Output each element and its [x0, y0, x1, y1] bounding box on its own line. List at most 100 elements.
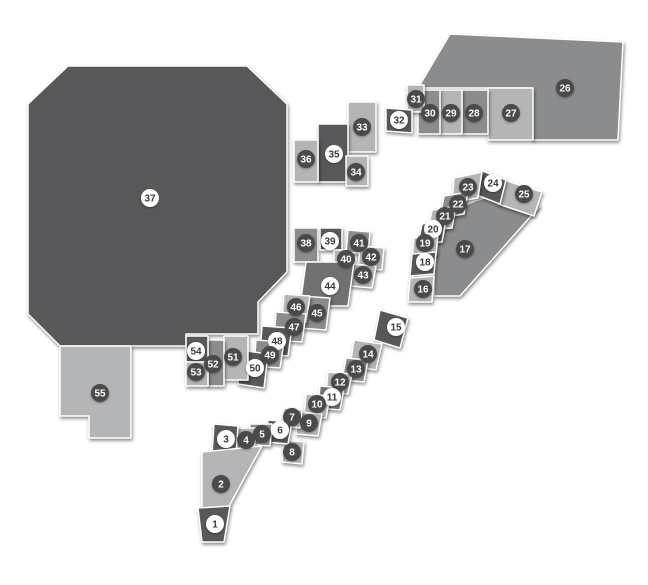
unit-badge-circle-31	[407, 90, 425, 108]
unit-badge-circle-16	[414, 280, 432, 298]
unit-badge-25[interactable]: 25	[515, 185, 533, 203]
unit-badge-circle-11	[323, 388, 341, 406]
unit-badge-30[interactable]: 30	[421, 104, 439, 122]
unit-shape-37[interactable]	[27, 65, 288, 347]
unit-badge-39[interactable]: 39	[321, 232, 339, 250]
unit-badge-51[interactable]: 51	[224, 348, 242, 366]
unit-badge-circle-14	[359, 345, 377, 363]
unit-badge-circle-50	[246, 359, 264, 377]
unit-badge-circle-40	[337, 250, 355, 268]
unit-badge-circle-49	[261, 346, 279, 364]
unit-badge-17[interactable]: 17	[456, 240, 474, 258]
unit-badge-circle-17	[456, 240, 474, 258]
unit-badge-circle-19	[416, 234, 434, 252]
unit-badge-circle-7	[283, 408, 301, 426]
unit-badge-41[interactable]: 41	[350, 234, 368, 252]
unit-badge-24[interactable]: 24	[484, 174, 502, 192]
unit-badge-circle-32	[390, 111, 408, 129]
unit-badge-49[interactable]: 49	[261, 346, 279, 364]
unit-badge-circle-6	[271, 421, 289, 439]
unit-badge-23[interactable]: 23	[459, 178, 477, 196]
unit-badge-circle-43	[354, 266, 372, 284]
unit-badge-43[interactable]: 43	[354, 266, 372, 284]
unit-badge-9[interactable]: 9	[300, 414, 318, 432]
unit-badge-54[interactable]: 54	[187, 342, 205, 360]
unit-badge-circle-34	[347, 163, 365, 181]
unit-badge-36[interactable]: 36	[297, 150, 315, 168]
unit-badge-15[interactable]: 15	[387, 318, 405, 336]
unit-badge-40[interactable]: 40	[337, 250, 355, 268]
unit-badge-circle-22	[449, 195, 467, 213]
unit-badge-10[interactable]: 10	[308, 395, 326, 413]
unit-badge-27[interactable]: 27	[502, 104, 520, 122]
unit-badge-6[interactable]: 6	[271, 421, 289, 439]
unit-badge-circle-37	[141, 189, 159, 207]
unit-badge-circle-33	[353, 118, 371, 136]
unit-badge-circle-44	[321, 277, 339, 295]
unit-badge-circle-54	[187, 342, 205, 360]
unit-badge-18[interactable]: 18	[416, 253, 434, 271]
unit-badge-2[interactable]: 2	[212, 475, 230, 493]
unit-badge-13[interactable]: 13	[347, 360, 365, 378]
unit-badge-34[interactable]: 34	[347, 163, 365, 181]
unit-badge-circle-10	[308, 395, 326, 413]
unit-badge-circle-20	[424, 220, 442, 238]
unit-badge-37[interactable]: 37	[141, 189, 159, 207]
unit-badge-circle-53	[187, 363, 205, 381]
unit-badge-circle-13	[347, 360, 365, 378]
unit-badge-1[interactable]: 1	[206, 515, 224, 533]
unit-badge-33[interactable]: 33	[353, 118, 371, 136]
unit-badge-circle-52	[204, 355, 222, 373]
unit-shape-2[interactable]	[201, 445, 263, 513]
unit-badge-4[interactable]: 4	[237, 431, 255, 449]
unit-badge-circle-46	[287, 298, 305, 316]
unit-badge-50[interactable]: 50	[246, 359, 264, 377]
unit-badge-circle-8	[283, 443, 301, 461]
unit-badge-3[interactable]: 3	[217, 430, 235, 448]
unit-badge-42[interactable]: 42	[362, 248, 380, 266]
unit-badge-19[interactable]: 19	[416, 234, 434, 252]
unit-badge-circle-48	[268, 332, 286, 350]
unit-badge-circle-2	[212, 475, 230, 493]
unit-badge-circle-29	[442, 104, 460, 122]
unit-badge-32[interactable]: 32	[390, 111, 408, 129]
unit-badge-52[interactable]: 52	[204, 355, 222, 373]
unit-badge-circle-42	[362, 248, 380, 266]
unit-badge-circle-24	[484, 174, 502, 192]
unit-badge-14[interactable]: 14	[359, 345, 377, 363]
unit-badge-circle-47	[285, 318, 303, 336]
unit-badge-circle-18	[416, 253, 434, 271]
unit-badge-26[interactable]: 26	[556, 79, 574, 97]
unit-badge-29[interactable]: 29	[442, 104, 460, 122]
unit-badge-circle-51	[224, 348, 242, 366]
unit-badge-circle-55	[91, 384, 109, 402]
unit-badge-28[interactable]: 28	[465, 104, 483, 122]
unit-badge-circle-25	[515, 185, 533, 203]
unit-badge-38[interactable]: 38	[297, 234, 315, 252]
unit-badge-16[interactable]: 16	[414, 280, 432, 298]
unit-badge-circle-15	[387, 318, 405, 336]
unit-badge-8[interactable]: 8	[283, 443, 301, 461]
unit-badge-35[interactable]: 35	[325, 145, 343, 163]
unit-badge-circle-3	[217, 430, 235, 448]
unit-badge-circle-39	[321, 232, 339, 250]
unit-badge-45[interactable]: 45	[308, 304, 326, 322]
unit-badge-47[interactable]: 47	[285, 318, 303, 336]
unit-badge-circle-21	[436, 207, 454, 225]
unit-badge-circle-9	[300, 414, 318, 432]
unit-badge-circle-12	[331, 373, 349, 391]
unit-badge-55[interactable]: 55	[91, 384, 109, 402]
unit-badge-circle-4	[237, 431, 255, 449]
unit-badge-31[interactable]: 31	[407, 90, 425, 108]
unit-badge-5[interactable]: 5	[253, 425, 271, 443]
unit-badge-44[interactable]: 44	[321, 277, 339, 295]
unit-badge-53[interactable]: 53	[187, 363, 205, 381]
unit-badge-circle-35	[325, 145, 343, 163]
unit-badge-circle-1	[206, 515, 224, 533]
unit-badge-circle-45	[308, 304, 326, 322]
unit-badge-circle-23	[459, 178, 477, 196]
unit-badge-circle-5	[253, 425, 271, 443]
unit-badge-circle-27	[502, 104, 520, 122]
unit-badge-circle-38	[297, 234, 315, 252]
unit-badge-46[interactable]: 46	[287, 298, 305, 316]
